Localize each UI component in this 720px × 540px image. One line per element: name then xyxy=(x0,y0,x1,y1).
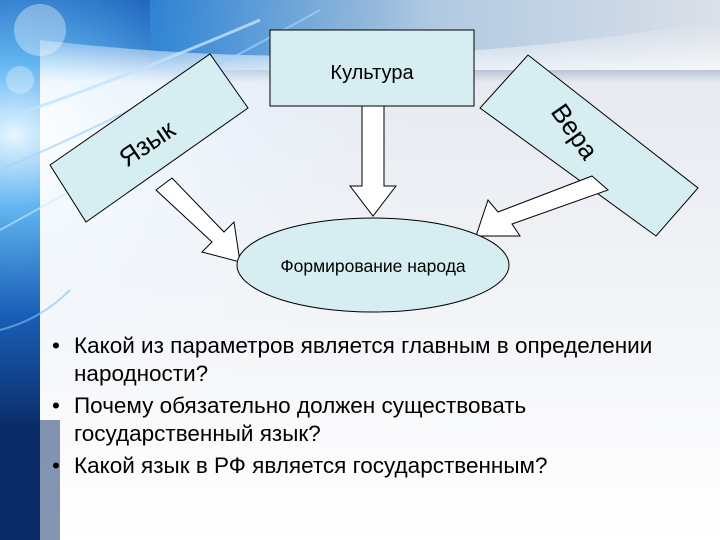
question-item: • Почему обязательно должен существовать… xyxy=(48,392,708,448)
question-item: • Какой язык в РФ является государственн… xyxy=(48,452,708,480)
formation-ellipse: Формирование народа xyxy=(236,217,510,313)
faith-box: Вера xyxy=(479,54,699,237)
arrow-language-to-formation xyxy=(155,177,241,263)
arrow-culture-to-formation xyxy=(348,105,398,217)
formation-label: Формирование народа xyxy=(280,256,466,276)
arrow-faith-to-formation xyxy=(475,175,609,237)
question-text: Какой из параметров является главным в о… xyxy=(74,333,653,386)
question-text: Почему обязательно должен существовать г… xyxy=(74,393,527,446)
question-text: Какой язык в РФ является государственным… xyxy=(74,453,548,478)
culture-box: Культура xyxy=(269,29,475,107)
question-list: • Какой из параметров является главным в… xyxy=(48,332,708,484)
question-item: • Какой из параметров является главным в… xyxy=(48,332,708,388)
bullet: • xyxy=(52,393,60,418)
language-box: Язык xyxy=(49,53,249,223)
bullet: • xyxy=(52,453,60,478)
culture-label: Культура xyxy=(330,62,414,84)
bullet: • xyxy=(52,333,60,358)
